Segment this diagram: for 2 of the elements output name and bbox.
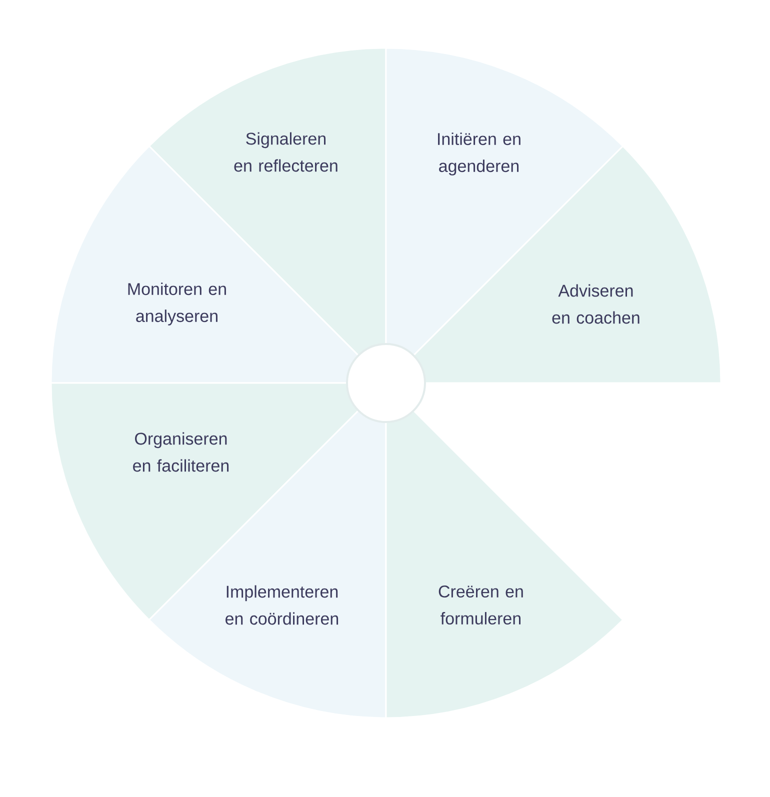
center-circle xyxy=(346,343,426,423)
sector: Creëren en formuleren xyxy=(385,382,624,719)
